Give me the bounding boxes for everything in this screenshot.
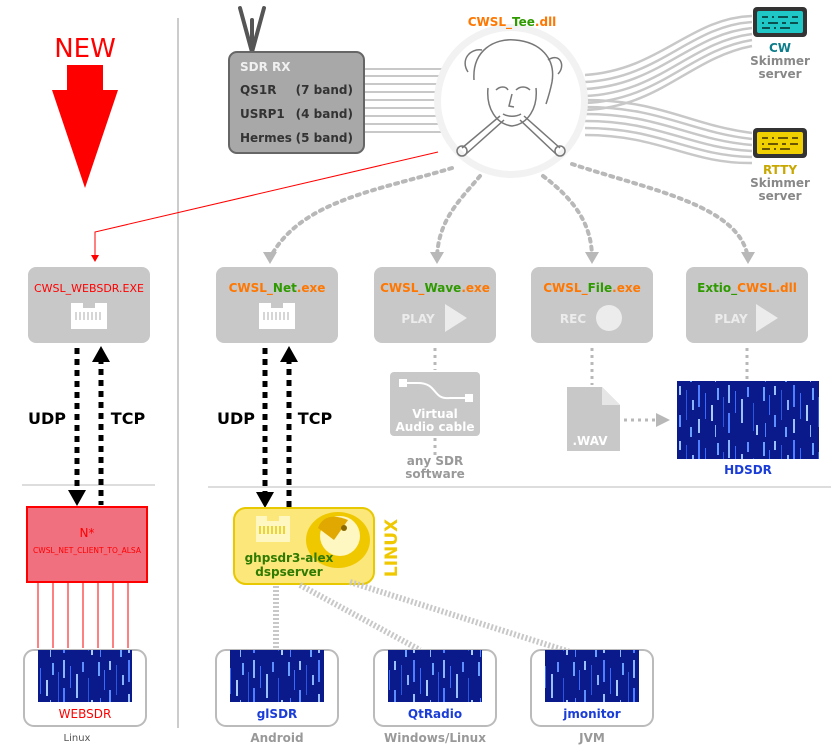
new-arrow-icon	[52, 65, 118, 188]
client-platform: JVM	[578, 731, 605, 745]
udp-label: UDP	[28, 409, 66, 428]
arrow-icon	[91, 255, 99, 262]
sdr-rx-box: SDR RX QS1R (7 band) USRP1 (4 band) Herm…	[228, 51, 365, 154]
websdr-client: WEBSDR	[23, 649, 147, 727]
file-exe-title: CWSL_File.exe	[543, 281, 640, 296]
ghpsdr-line2: dspserver	[255, 565, 322, 579]
wave-exe-box: CWSL_Wave.exe PLAY	[374, 267, 496, 343]
glsdr-waterfall	[230, 650, 324, 702]
linux-caption: Linux	[64, 733, 91, 744]
antenna-icon	[238, 6, 266, 54]
network-port-icon	[259, 303, 295, 329]
play-icon	[756, 304, 778, 332]
qtradio-waterfall	[388, 650, 482, 702]
nstar-box: N* CWSL_NET_CLIENT_TO_ALSA	[26, 506, 148, 583]
wav-label: .WAV	[572, 434, 608, 448]
tee-dotted-connections	[268, 162, 750, 260]
sdr-row-name: Hermes	[240, 131, 292, 145]
net-exe-box: CWSL_Net.exe	[216, 267, 338, 343]
any-sdr-line2: software	[405, 467, 465, 481]
record-icon	[596, 305, 622, 331]
ghpsdr-client-links	[273, 579, 571, 655]
rtty-line1: Skimmer	[750, 176, 810, 190]
ghpsdr-box: ghpsdr3-alex dspserver	[233, 507, 375, 585]
file-action-label: REC	[560, 312, 586, 326]
nstar-to-websdr-lines	[37, 583, 129, 648]
tux-penguin-icon	[306, 512, 370, 568]
client-jmonitor: jmonitor JVM	[530, 649, 654, 745]
tee-to-skimmer-lines	[584, 14, 753, 165]
audio-cable-icon	[399, 379, 473, 402]
net-exe-title: CWSL_Net.exe	[229, 281, 326, 296]
ghpsdr-line1: ghpsdr3-alex	[245, 551, 334, 565]
websdr-label: WEBSDR	[59, 707, 112, 721]
rtty-line2: server	[758, 189, 801, 203]
sdr-rx-title: SDR RX	[240, 60, 291, 74]
hdsdr-label: HDSDR	[724, 463, 772, 477]
extio-dll-title: Extio_CWSL.dll	[697, 281, 797, 296]
client-name: jmonitor	[562, 707, 620, 721]
sdr-row-bands: (4 band)	[296, 107, 353, 121]
face-illustration-icon	[456, 39, 566, 157]
net-udp-tcp-link: UDP TCP	[217, 346, 332, 508]
client-platform: Windows/Linux	[384, 731, 486, 745]
virtual-cable-line2: Audio cable	[395, 420, 474, 434]
virtual-audio-cable: Virtual Audio cable	[390, 372, 480, 436]
nstar-title: N*	[80, 526, 95, 540]
virtual-cable-line1: Virtual	[412, 407, 458, 421]
sdr-row-name: QS1R	[240, 83, 276, 97]
websdr-exe-box: CWSL_WEBSDR.EXE	[28, 267, 150, 343]
wave-exe-title: CWSL_Wave.exe	[380, 281, 490, 296]
websdr-waterfall	[38, 650, 132, 702]
udp-label: UDP	[217, 409, 255, 428]
tcp-label: TCP	[111, 409, 146, 428]
left-udp-tcp-link: UDP TCP	[28, 346, 145, 506]
wav-file-icon: .WAV	[567, 387, 620, 451]
arrow-icon	[263, 252, 755, 264]
file-exe-box: CWSL_File.exe REC	[531, 267, 653, 343]
cw-skimmer: CW Skimmer server	[750, 7, 810, 81]
client-qtradio: QtRadio Windows/Linux	[373, 649, 497, 745]
jmonitor-waterfall	[545, 650, 639, 702]
network-port-icon	[71, 303, 107, 329]
hdsdr-waterfall	[677, 381, 819, 459]
any-sdr-line1: any SDR	[407, 454, 463, 468]
wave-action-label: PLAY	[401, 312, 435, 326]
new-label: NEW	[54, 34, 116, 64]
extio-dll-box: Extio_CWSL.dll PLAY	[686, 267, 808, 343]
extio-action-label: PLAY	[714, 312, 748, 326]
client-name: glSDR	[257, 707, 298, 721]
websdr-red-link	[94, 151, 439, 257]
play-icon	[445, 304, 467, 332]
client-name: QtRadio	[408, 707, 462, 721]
tcp-label: TCP	[298, 409, 333, 428]
linux-vertical-label: LINUX	[382, 519, 402, 577]
nstar-subtitle: CWSL_NET_CLIENT_TO_ALSA	[33, 546, 142, 555]
cw-line1: Skimmer	[750, 54, 810, 68]
websdr-exe-title: CWSL_WEBSDR.EXE	[34, 282, 144, 295]
sdr-row-bands: (5 band)	[296, 131, 353, 145]
sdr-row-name: USRP1	[240, 107, 285, 121]
cw-title: CW	[769, 41, 791, 55]
client-platform: Android	[250, 731, 303, 745]
tee-node	[434, 24, 588, 178]
rtty-skimmer: RTTY Skimmer server	[750, 128, 810, 203]
rtty-title: RTTY	[763, 163, 797, 177]
cw-line2: server	[758, 67, 801, 81]
tee-title: CWSL_Tee.dll	[468, 15, 557, 30]
client-glsdr: glSDR Android	[215, 649, 339, 745]
sdr-row-bands: (7 band)	[296, 83, 353, 97]
network-port-icon	[256, 516, 290, 542]
arrow-icon	[656, 413, 670, 427]
